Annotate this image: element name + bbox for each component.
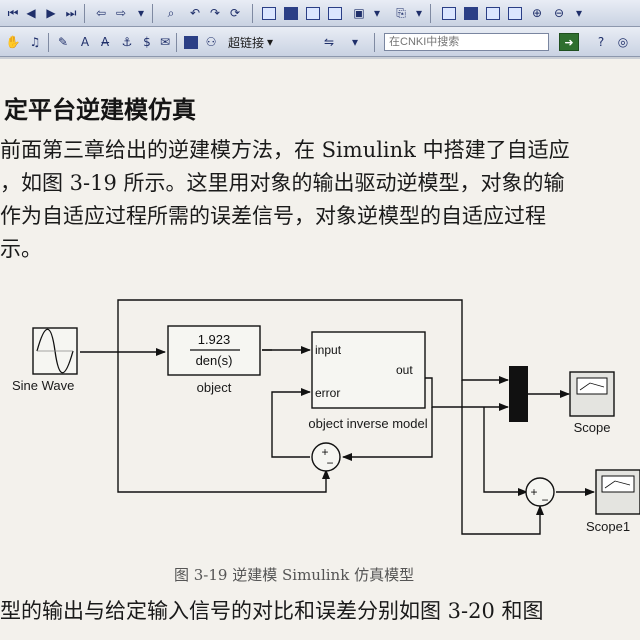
- dropdown-arrow-icon[interactable]: ▾: [137, 6, 145, 20]
- search-go-icon[interactable]: ➜: [559, 33, 579, 51]
- copy-icon[interactable]: ⎘: [396, 6, 406, 20]
- prev-page-icon[interactable]: ◀: [26, 6, 36, 20]
- help-icon[interactable]: ?: [597, 35, 605, 49]
- toolbar-bottom-shadow: [0, 57, 640, 59]
- single-page-icon[interactable]: [260, 4, 278, 22]
- transfer-fcn-block[interactable]: [167, 325, 261, 376]
- first-page-icon[interactable]: ⏮: [7, 6, 19, 20]
- scope-block[interactable]: [569, 371, 615, 417]
- paragraph-line: 前面第三章给出的逆建模方法，在 Simulink 中搭建了自适应: [0, 138, 570, 162]
- simulink-diagram: Sine Wave 1.923 den(s) object input erro…: [12, 299, 640, 535]
- strikethrough-icon[interactable]: A̶: [100, 35, 110, 49]
- two-page-icon[interactable]: [304, 4, 322, 22]
- continuous-page-icon[interactable]: [282, 4, 300, 22]
- sum2-plus-sign: +: [530, 485, 537, 499]
- back-icon[interactable]: ⇦: [95, 6, 107, 20]
- sine-wave-label: Sine Wave: [12, 378, 74, 393]
- redo-icon[interactable]: ↷: [209, 6, 221, 20]
- toolbar-separator: [430, 4, 431, 23]
- fit-page-icon[interactable]: [326, 4, 344, 22]
- inverse-model-block[interactable]: [311, 331, 426, 409]
- document-page: 定平台逆建模仿真 前面第三章给出的逆建模方法，在 Simulink 中搭建了自适…: [0, 60, 640, 640]
- toolbar-separator: [152, 4, 153, 23]
- zoom-out-icon[interactable]: ⊖: [553, 6, 565, 20]
- hand-tool-icon[interactable]: ✋: [5, 35, 21, 49]
- dropdown-arrow-icon[interactable]: ▾: [373, 6, 381, 20]
- error-port-label: error: [315, 386, 340, 400]
- tf-denominator: den(s): [196, 353, 233, 368]
- paragraph-line: ，如图 3-19 所示。这里用对象的输出驱动逆模型，对象的输: [0, 171, 565, 195]
- tf-numerator: 1.923: [198, 332, 231, 347]
- forward-icon[interactable]: ⇨: [115, 6, 127, 20]
- music-note-icon[interactable]: ♫: [29, 35, 41, 49]
- stamp-icon[interactable]: $: [143, 35, 151, 49]
- signal-lines: [80, 299, 595, 535]
- actual-size-icon[interactable]: [506, 4, 524, 22]
- scope1-block[interactable]: [595, 469, 640, 515]
- note-icon[interactable]: ✉: [159, 35, 171, 49]
- fit-width-icon[interactable]: [484, 4, 502, 22]
- toolbar-separator: [252, 4, 253, 23]
- page-view-icon[interactable]: ▣: [353, 6, 365, 20]
- mux-block[interactable]: [509, 366, 528, 422]
- navigation-toolbar: ⏮ ◀ ▶ ⏭ ⇦ ⇨ ▾ ⌕ ↶ ↷ ⟳ ▣ ▾ ⎘ ▾ ⊕ ⊖ ▾: [0, 0, 640, 27]
- paragraph-line: 型的输出与给定输入信号的对比和误差分别如图 3-20 和图: [0, 599, 544, 623]
- dropdown-arrow-icon[interactable]: ▾: [351, 35, 359, 49]
- sum1-minus-sign: −: [326, 456, 333, 470]
- settings-icon[interactable]: ◎: [617, 35, 629, 49]
- paragraph-line: 作为自适应过程所需的误差信号，对象逆模型的自适应过程: [0, 204, 546, 228]
- sum-block-1[interactable]: [311, 442, 341, 472]
- dropdown-arrow-icon[interactable]: ▾: [415, 6, 423, 20]
- snapshot-icon[interactable]: [462, 4, 480, 22]
- hyperlink-dropdown[interactable]: 超链接 ▾: [222, 33, 279, 51]
- hyperlink-label: 超链接: [228, 35, 265, 50]
- highlight-icon[interactable]: ✎: [57, 35, 69, 49]
- sine-wave-block[interactable]: [32, 327, 78, 375]
- toolbar-separator: [176, 33, 177, 52]
- link-icon[interactable]: ⚇: [205, 35, 217, 49]
- section-heading: 定平台逆建模仿真: [4, 95, 196, 124]
- toolbar-separator: [48, 33, 49, 52]
- undo-icon[interactable]: ↶: [189, 6, 201, 20]
- zoom-in-icon[interactable]: ⊕: [531, 6, 543, 20]
- input-port-label: input: [315, 343, 342, 357]
- dropdown-arrow-icon[interactable]: ▾: [575, 6, 583, 20]
- cnki-search-input[interactable]: [384, 33, 549, 51]
- text-tool-icon[interactable]: A: [80, 35, 90, 49]
- rotate-icon[interactable]: ⟳: [229, 6, 241, 20]
- out-port-label: out: [396, 363, 413, 377]
- toolbar-separator: [374, 33, 375, 52]
- scope1-label: Scope1: [586, 519, 630, 534]
- next-page-icon[interactable]: ▶: [46, 6, 56, 20]
- last-page-icon[interactable]: ⏭: [65, 6, 77, 20]
- toolbar-separator: [84, 4, 85, 23]
- sum1-plus-sign: +: [321, 445, 328, 459]
- chevron-down-icon: ▾: [267, 35, 274, 49]
- object-label: object: [197, 380, 232, 395]
- paragraph-line: 示。: [0, 237, 42, 261]
- sum-block-2[interactable]: [525, 477, 555, 507]
- inverse-model-label: object inverse model: [308, 416, 427, 431]
- scope-label: Scope: [574, 420, 611, 435]
- bookmark-icon[interactable]: [182, 33, 200, 51]
- sum2-minus-sign: −: [541, 493, 548, 507]
- figure-caption: 图 3-19 逆建模 Simulink 仿真模型: [174, 566, 415, 584]
- anchor-icon[interactable]: ⚓: [121, 35, 133, 49]
- find-icon[interactable]: ⌕: [167, 6, 175, 20]
- body-paragraph: 前面第三章给出的逆建模方法，在 Simulink 中搭建了自适应 ，如图 3-1…: [0, 134, 640, 266]
- swap-icon[interactable]: ⇋: [323, 35, 335, 49]
- select-text-icon[interactable]: [440, 4, 458, 22]
